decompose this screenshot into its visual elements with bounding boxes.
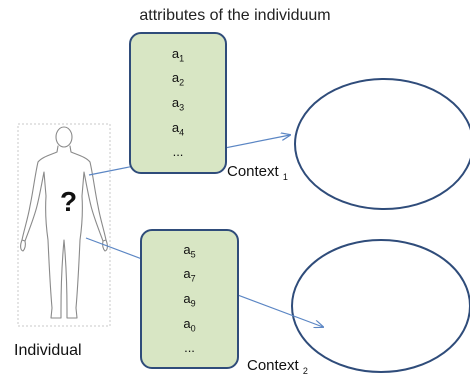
attribute-a9: a9 — [183, 291, 196, 309]
attribute-a0: a0 — [183, 315, 196, 334]
attribute-a4: a4 — [171, 119, 185, 138]
attribute-a5: a5 — [183, 241, 196, 260]
attribute-a2: a2 — [171, 70, 185, 88]
diagram-title: attributes of the individuum — [139, 7, 331, 24]
attribute-ellipsis: ... — [172, 144, 184, 160]
context-1-label: Context 1 — [227, 163, 288, 182]
attribute-box-2: a5 a7 a9 a0 ... — [140, 229, 239, 369]
attribute-a1: a1 — [171, 45, 185, 64]
attribute-a7: a7 — [183, 266, 196, 284]
individual-figure-frame — [17, 123, 111, 327]
attribute-ellipsis: ... — [184, 340, 195, 356]
attribute-a3: a3 — [171, 95, 185, 113]
context-2-label: Context 2 — [247, 357, 308, 376]
unknown-individual-mark: ? — [60, 186, 78, 217]
human-figure-icon — [20, 126, 108, 319]
individual-label: Individual — [14, 342, 82, 359]
attribute-box-1: a1 a2 a3 a4 ... — [129, 32, 227, 174]
context-1-ellipse — [294, 78, 470, 210]
context-2-ellipse — [291, 239, 470, 373]
